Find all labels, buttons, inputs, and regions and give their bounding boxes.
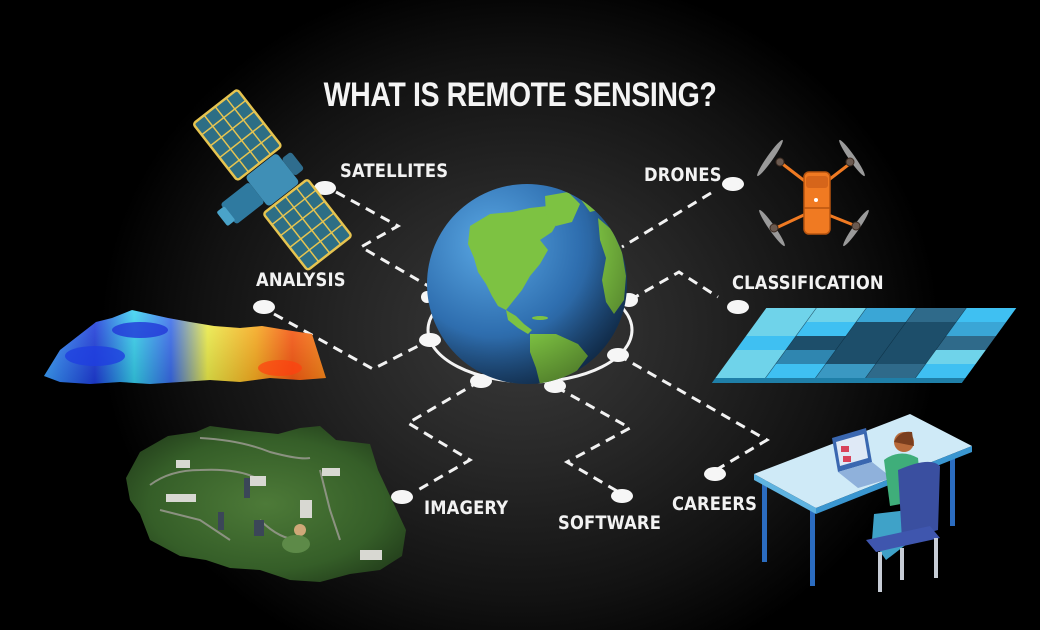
label-satellites: SATELLITES (340, 160, 449, 182)
label-drones: DRONES (644, 164, 722, 186)
connector-analysis (273, 312, 429, 371)
page-title: WHAT IS REMOTE SENSING? (323, 76, 717, 114)
connector-software (555, 385, 634, 493)
connector-drones (621, 191, 712, 249)
connector-classification (629, 270, 719, 302)
label-careers: CAREERS (672, 493, 758, 515)
node-software (611, 489, 633, 503)
label-software: SOFTWARE (558, 512, 662, 534)
node-satellites (314, 181, 336, 195)
ring-node (544, 379, 566, 393)
node-analysis (253, 300, 275, 314)
node-imagery (391, 490, 413, 504)
label-analysis: ANALYSIS (256, 269, 346, 291)
label-classification: CLASSIFICATION (732, 272, 884, 294)
ring-node (607, 348, 629, 362)
connector-imagery (405, 379, 481, 492)
connector-careers (617, 353, 770, 472)
connector-satellites (335, 190, 431, 289)
label-imagery: IMAGERY (424, 497, 509, 519)
ring-node (419, 333, 441, 347)
node-drones (722, 177, 744, 191)
ring-node (470, 374, 492, 388)
node-careers (704, 467, 726, 481)
node-classification (727, 300, 749, 314)
